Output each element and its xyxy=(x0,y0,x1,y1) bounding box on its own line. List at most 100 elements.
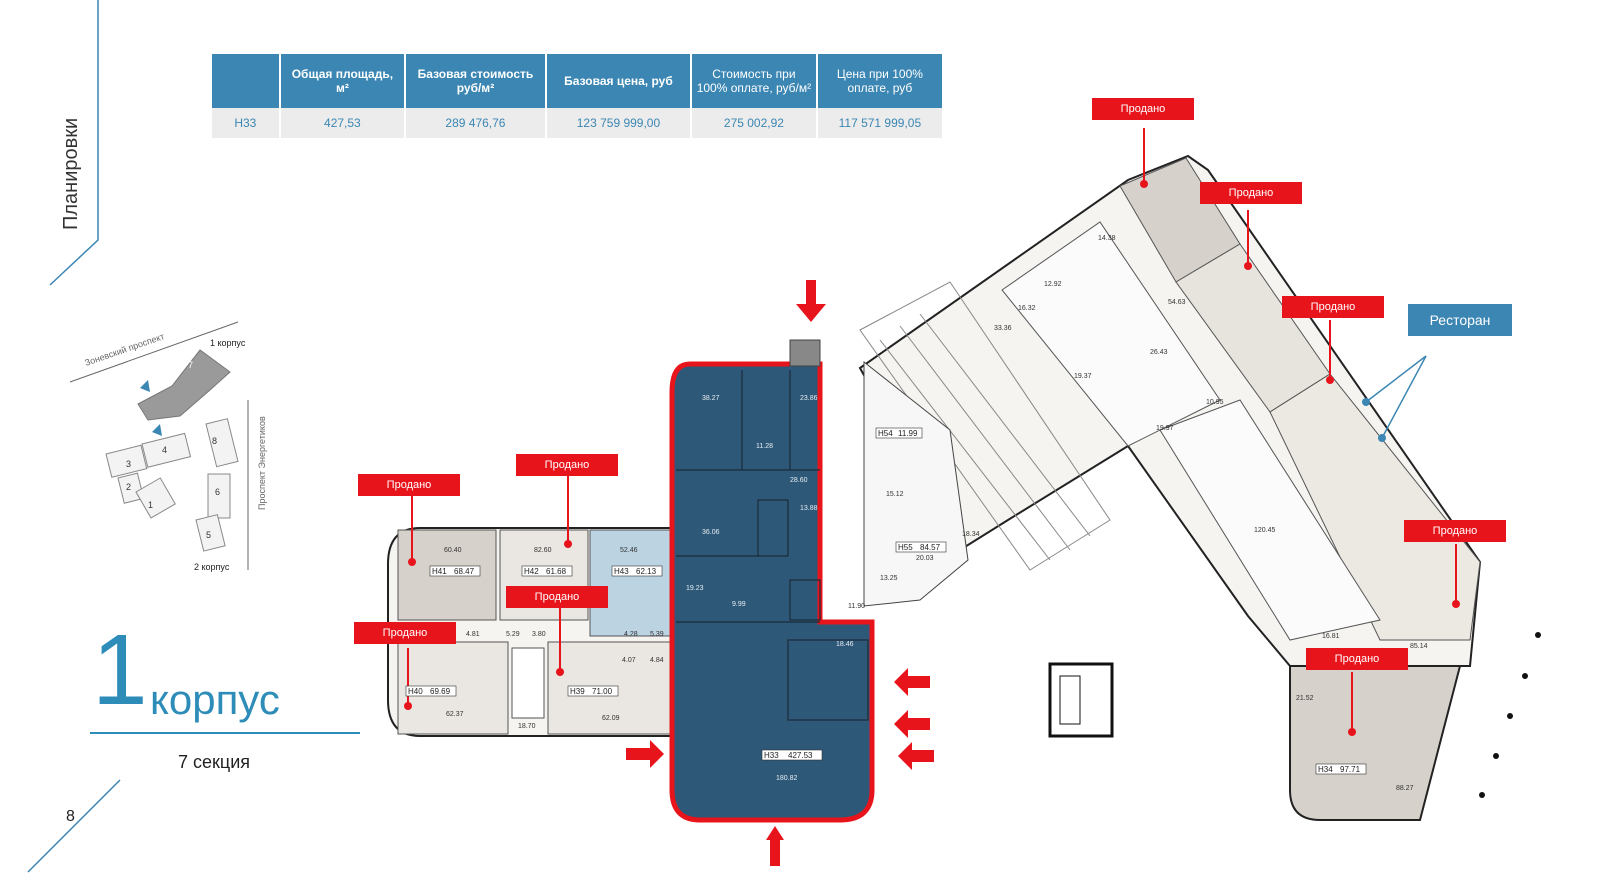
sold-leader-lines xyxy=(407,128,1457,732)
table-cell-area: 427,53 xyxy=(278,108,406,138)
room-area: 11.90 xyxy=(848,603,865,610)
room-area: 15.12 xyxy=(886,491,904,498)
building-1: 1 xyxy=(148,500,153,510)
page-number: 8 xyxy=(66,808,75,825)
unit-h34-shape xyxy=(1289,665,1462,821)
room-area: 4.07 xyxy=(622,657,636,664)
hall-shape xyxy=(1159,399,1381,641)
room-area: 62.09 xyxy=(602,715,620,722)
table-cell-full-price: 117 571 999,05 xyxy=(815,108,942,138)
table-header-row: Общая площадь, м² Базовая стоимость руб/… xyxy=(212,54,942,108)
room-area: 88.27 xyxy=(1396,785,1414,792)
entrance-arrows xyxy=(626,280,934,866)
building-3: 3 xyxy=(126,459,131,469)
building-5: 5 xyxy=(206,530,211,540)
room-area: 19.37 xyxy=(1074,373,1092,380)
room-area: 26.43 xyxy=(1150,349,1168,356)
restaurant-leader-lines xyxy=(1365,355,1427,439)
core-rooms-shape xyxy=(1001,221,1221,447)
unit-h33-room-areas: 38.27 23.86 11.28 28.60 36.06 13.88 19.2… xyxy=(686,395,854,782)
corpus-word: корпус xyxy=(150,676,280,723)
unit-tag-h39-area: 71.00 xyxy=(592,687,613,696)
arrow-left-icon-1 xyxy=(894,668,930,696)
room-area: 9.99 xyxy=(732,601,746,608)
room-area: 18.34 xyxy=(962,531,980,538)
sold-label-top-3: Продано xyxy=(1282,296,1384,318)
room-area: 62.37 xyxy=(446,711,464,718)
sold-label-h41: Продано xyxy=(358,474,460,496)
building-6: 6 xyxy=(215,487,220,497)
atrium-structure xyxy=(859,281,1111,571)
unit-tag-h54-area: 11.99 xyxy=(898,429,918,438)
stair-box xyxy=(1048,662,1114,738)
room-area: 4.81 xyxy=(466,631,480,638)
unit-tag-h43-area: 62.13 xyxy=(636,567,657,576)
corpus-1-building xyxy=(137,349,231,421)
table-header-base-cost: Базовая стоимость руб/м² xyxy=(404,54,546,108)
room-area: 180.82 xyxy=(776,775,798,782)
unit-tag-h34-area: 97.71 xyxy=(1340,765,1361,774)
corpus-underline xyxy=(90,732,360,734)
restaurant-label: Ресторан xyxy=(1408,304,1512,336)
unit-tag-h40-area: 69.69 xyxy=(430,687,451,696)
table-header-unit xyxy=(212,54,280,108)
room-area: 10.95 xyxy=(1206,399,1224,406)
room-area: 38.27 xyxy=(702,395,720,402)
table-cell-full-cost: 275 002,92 xyxy=(690,108,817,138)
right-wing-room-areas: 15.12 20.03 13.25 11.90 18.34 33.36 16.3… xyxy=(848,235,1428,792)
unit-tag-h43: Н43 xyxy=(614,567,629,576)
unit-tag-h40: Н40 xyxy=(408,687,423,696)
unit-tag-h42: Н42 xyxy=(524,567,539,576)
building-8: 8 xyxy=(212,436,217,446)
stair-top xyxy=(789,339,821,367)
corpus-number: 1 xyxy=(92,614,148,726)
room-area: 19.97 xyxy=(1156,425,1174,432)
arrow-up-icon xyxy=(766,826,784,866)
room-area: 4.84 xyxy=(650,657,664,664)
room-area: 13.25 xyxy=(880,575,898,582)
room-area: 18.70 xyxy=(518,723,536,730)
room-area: 33.36 xyxy=(994,325,1012,332)
sold-label-top-2: Продано xyxy=(1200,182,1302,204)
unit-h33-shape[interactable] xyxy=(669,361,875,823)
room-area: 16.81 xyxy=(1322,633,1340,640)
street-right-label: Проспект Энергетиков xyxy=(257,416,267,510)
corpus-2-buildings xyxy=(105,418,239,552)
room-area: 18.46 xyxy=(836,641,854,648)
unit-tag-h39: Н39 xyxy=(570,687,585,696)
room-areas: 60.40 82.60 52.46 62.37 62.09 18.70 4.81… xyxy=(444,547,664,730)
room-area: 28.60 xyxy=(790,477,808,484)
unit-tag-h55: Н55 xyxy=(898,543,913,552)
unit-tag-h55-area: 84.57 xyxy=(920,543,941,552)
room-area: 19.23 xyxy=(686,585,704,592)
unit-tag-h41: Н41 xyxy=(432,567,447,576)
stair-left xyxy=(511,647,545,719)
unit-tag-h34: Н34 xyxy=(1318,765,1333,774)
section-label: 7 секция xyxy=(178,752,251,772)
room-area: 52.46 xyxy=(620,547,638,554)
price-table: Общая площадь, м² Базовая стоимость руб/… xyxy=(212,54,942,138)
unit-tag-h54: Н54 xyxy=(878,429,893,438)
room-area: 3.80 xyxy=(532,631,546,638)
sold-label-top-1: Продано xyxy=(1092,98,1194,120)
room-area: 13.88 xyxy=(800,505,818,512)
room-area: 82.60 xyxy=(534,547,552,554)
room-area: 60.40 xyxy=(444,547,462,554)
table-header-full-price: Цена при 100% оплате, руб xyxy=(815,54,942,108)
room-area: 4.28 xyxy=(624,631,638,638)
sold-label-h40: Продано xyxy=(354,622,456,644)
sold-label-h42: Продано xyxy=(516,454,618,476)
room-area: 16.32 xyxy=(1018,305,1036,312)
sold-leader-dots xyxy=(404,180,1460,736)
unit-tag-h33: Н33 xyxy=(764,751,779,760)
sold-label-h34: Продано xyxy=(1306,648,1408,670)
stair-box-inner xyxy=(1059,675,1081,725)
building-7: 7 xyxy=(188,360,193,370)
corpus-2-marker-icon xyxy=(152,424,162,436)
room-area: 120.45 xyxy=(1254,527,1276,534)
table-cell-base-price: 123 759 999,00 xyxy=(544,108,692,138)
room-area: 14.38 xyxy=(1098,235,1116,242)
unit-h43-shape xyxy=(589,529,673,637)
